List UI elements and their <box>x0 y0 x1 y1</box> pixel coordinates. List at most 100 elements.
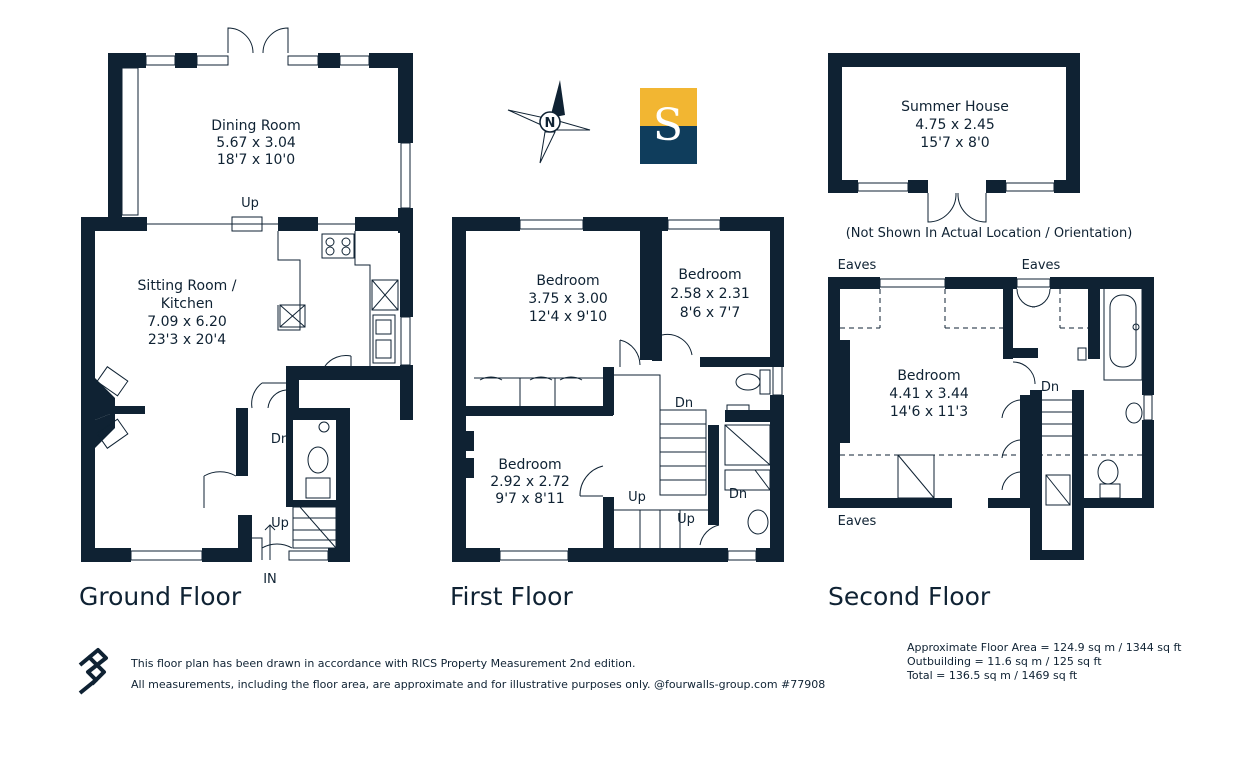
dining-room-name: Dining Room <box>211 118 301 134</box>
stairs-down-label: Dn <box>675 396 693 411</box>
wall <box>988 498 1030 508</box>
wall <box>603 367 614 415</box>
stairs-down-label: Dn <box>1041 380 1059 395</box>
wall <box>81 217 147 231</box>
second-bedroom-metric: 4.41 x 3.44 <box>889 386 969 402</box>
wall <box>880 498 952 508</box>
wall <box>770 395 784 562</box>
summer-house-note: (Not Shown In Actual Location / Orientat… <box>846 226 1133 241</box>
fourwalls-logo <box>78 648 108 695</box>
wall <box>1030 550 1084 560</box>
stairs-up-label: Up <box>628 490 646 505</box>
wall <box>1020 395 1030 508</box>
wall <box>828 498 882 508</box>
wall <box>108 53 122 218</box>
wall <box>81 548 131 562</box>
wall <box>828 277 880 289</box>
stairs-down-label: Dn <box>271 432 289 447</box>
wall <box>756 548 784 562</box>
second-floor-details <box>840 278 1153 506</box>
wall <box>1066 53 1080 193</box>
wall <box>1050 277 1154 289</box>
summer-house-details <box>857 182 1055 223</box>
summer-house-imperial: 15'7 x 8'0 <box>920 135 989 151</box>
bedroom-c-imperial: 9'7 x 8'11 <box>495 491 564 507</box>
bedroom-a-name: Bedroom <box>536 273 599 289</box>
wall <box>286 500 336 507</box>
wall <box>175 53 197 68</box>
sitting-room-imperial: 23'3 x 20'4 <box>148 332 226 348</box>
wall <box>466 431 474 451</box>
wall <box>452 217 466 562</box>
second-bedroom-name: Bedroom <box>897 368 960 384</box>
floor-area-total: Approximate Floor Area = 124.9 sq m / 13… <box>907 641 1182 654</box>
stairs-up-label-2: Up <box>677 512 695 527</box>
wall <box>466 458 474 478</box>
footer-disclaimer-line-1: This floor plan has been drawn in accord… <box>130 657 635 670</box>
compass-icon <box>507 80 591 164</box>
bedroom-c-name: Bedroom <box>498 457 561 473</box>
wall <box>81 217 95 562</box>
stairs-down-label-2: Dn <box>729 487 747 502</box>
wall <box>652 231 662 361</box>
bedroom-b-name: Bedroom <box>678 267 741 283</box>
wall <box>945 277 1017 289</box>
wall <box>828 277 840 507</box>
first-floor-details <box>474 219 783 561</box>
wall <box>1082 498 1154 508</box>
wall <box>95 406 145 414</box>
wall <box>1030 390 1042 560</box>
wall <box>336 420 350 562</box>
wall <box>1003 289 1013 359</box>
wall <box>986 180 1006 193</box>
summer-house-name: Summer House <box>901 99 1009 115</box>
wall <box>603 497 614 548</box>
wall <box>770 217 784 357</box>
agency-logo <box>640 88 697 164</box>
wall <box>828 53 842 193</box>
wall <box>640 217 652 360</box>
bedroom-b-metric: 2.58 x 2.31 <box>670 286 750 302</box>
eaves-label-2: Eaves <box>1022 258 1061 273</box>
wall <box>236 408 248 476</box>
wall <box>466 406 613 416</box>
bedroom-b-imperial: 8'6 x 7'7 <box>680 305 741 321</box>
stairs-up-label: Up <box>241 196 259 211</box>
sitting-room-name: Sitting Room / <box>138 278 237 294</box>
bedroom-a-metric: 3.75 x 3.00 <box>528 291 608 307</box>
wall <box>583 217 668 231</box>
wall <box>1142 277 1154 395</box>
second-bedroom-imperial: 14'6 x 11'3 <box>890 404 968 420</box>
wall <box>1013 348 1038 358</box>
eaves-label: Eaves <box>838 258 877 273</box>
wall <box>400 217 413 317</box>
wall <box>1072 390 1084 560</box>
bedroom-c-metric: 2.92 x 2.72 <box>490 474 570 490</box>
agency-logo-letter: S <box>653 100 683 151</box>
wall <box>286 366 413 380</box>
wall <box>452 548 500 562</box>
ground-floor-details <box>96 27 411 561</box>
wall <box>908 180 928 193</box>
wall <box>95 412 115 448</box>
wall <box>1142 420 1154 508</box>
second-floor-title: Second Floor <box>828 582 991 611</box>
wall <box>318 53 340 68</box>
wall <box>238 515 252 562</box>
first-floor-plan <box>452 217 784 562</box>
first-floor-title: First Floor <box>450 582 573 611</box>
summer-house-metric: 4.75 x 2.45 <box>915 117 995 133</box>
floor-area-combined: Total = 136.5 sq m / 1469 sq ft <box>906 669 1078 682</box>
wall <box>1088 289 1100 359</box>
ground-floor-title: Ground Floor <box>79 582 242 611</box>
eaves-label-3: Eaves <box>838 514 877 529</box>
wall <box>95 378 115 420</box>
wall <box>286 366 299 416</box>
wall <box>286 408 350 420</box>
wall <box>720 217 784 231</box>
sitting-room-metric: 7.09 x 6.20 <box>147 314 227 330</box>
wall <box>840 340 850 443</box>
stairs-up-label-2: Up <box>271 516 289 531</box>
wall <box>398 53 413 143</box>
